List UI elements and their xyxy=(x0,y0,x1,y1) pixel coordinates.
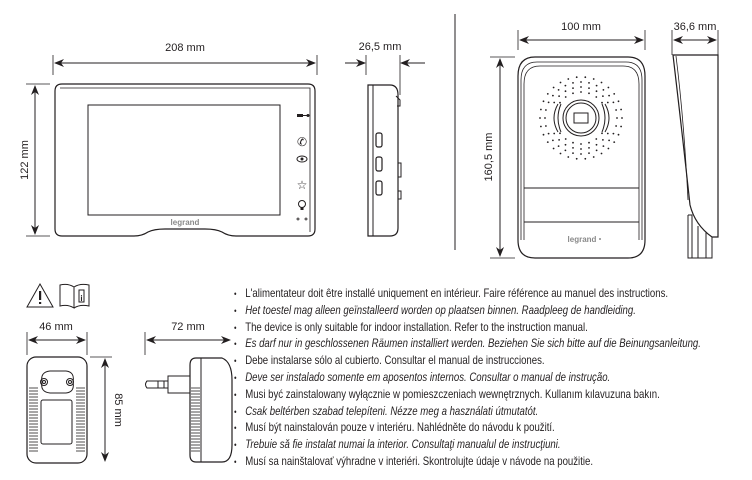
adapter-front-view: 46 mm 85 mm xyxy=(26,321,124,464)
monitor-depth-label: 26,5 mm xyxy=(359,41,402,53)
warning-icon xyxy=(26,282,54,308)
adapter-side-view: 72 mm xyxy=(144,321,233,463)
safety-note-item: Musí být nainstalován pouze v interiéru.… xyxy=(234,419,714,436)
manual-info-icon: i xyxy=(59,283,90,309)
safety-note-item: Het toestel mag alleen geïnstalleerd wor… xyxy=(234,302,714,319)
monitor-side-view: 26,5 mm xyxy=(345,41,425,237)
safety-note-item: Csak beltérben szabad telepíteni. Nézze … xyxy=(234,403,714,420)
svg-text:i: i xyxy=(80,294,82,303)
safety-notes-list: L'alimentateur doit être installé unique… xyxy=(234,285,752,470)
door-station-height-label: 160,5 mm xyxy=(483,133,495,182)
eye-icon xyxy=(296,155,308,163)
star-icon: ☆ xyxy=(297,178,308,192)
door-station-depth-label: 36,6 mm xyxy=(674,21,717,33)
safety-note-item: Debe instalarse sólo al cubierto. Consul… xyxy=(234,352,714,369)
safety-note-item: L'alimentateur doit être installé unique… xyxy=(234,285,714,302)
monitor-front-view: 208 mm 122 mm legrand ✆ ☆ xyxy=(19,42,318,237)
door-station-brand-logo: legrand xyxy=(568,235,597,244)
door-station-front-view: 100 mm 160,5 mm legrand xyxy=(483,21,646,259)
phone-icon: ✆ xyxy=(297,135,307,149)
speaker-grille xyxy=(539,76,623,160)
safety-note-item: Trebuie să fie instalat numai la interio… xyxy=(234,436,714,453)
safety-note-item: Musí sa nainštalovať výhradne v interiér… xyxy=(234,453,714,470)
monitor-height-label: 122 mm xyxy=(19,140,31,180)
safety-note-item: The device is only suitable for indoor i… xyxy=(234,319,714,336)
bulb-icon xyxy=(298,200,306,210)
door-station-side-view: 36,6 mm xyxy=(671,21,719,259)
safety-note-item: Deve ser instalado somente em aposentos … xyxy=(234,369,714,386)
led-left xyxy=(553,103,562,133)
door-station-width-label: 100 mm xyxy=(561,21,601,33)
monitor-screen xyxy=(87,104,281,216)
led-right xyxy=(601,103,610,133)
adapter-width-label: 46 mm xyxy=(39,321,73,333)
key-icon xyxy=(297,114,310,117)
adapter-depth-label: 72 mm xyxy=(171,321,205,333)
adapter-height-label: 85 mm xyxy=(112,393,124,427)
safety-note-item: Musi być zainstalowany wyłącznie w pomie… xyxy=(234,386,714,403)
camera-lens xyxy=(573,112,589,124)
safety-note-item: Es darf nur in geschlossenen Räumen inst… xyxy=(234,335,714,352)
camera-ring xyxy=(562,99,600,137)
monitor-width-label: 208 mm xyxy=(165,42,205,54)
monitor-brand-logo: legrand xyxy=(171,218,200,227)
